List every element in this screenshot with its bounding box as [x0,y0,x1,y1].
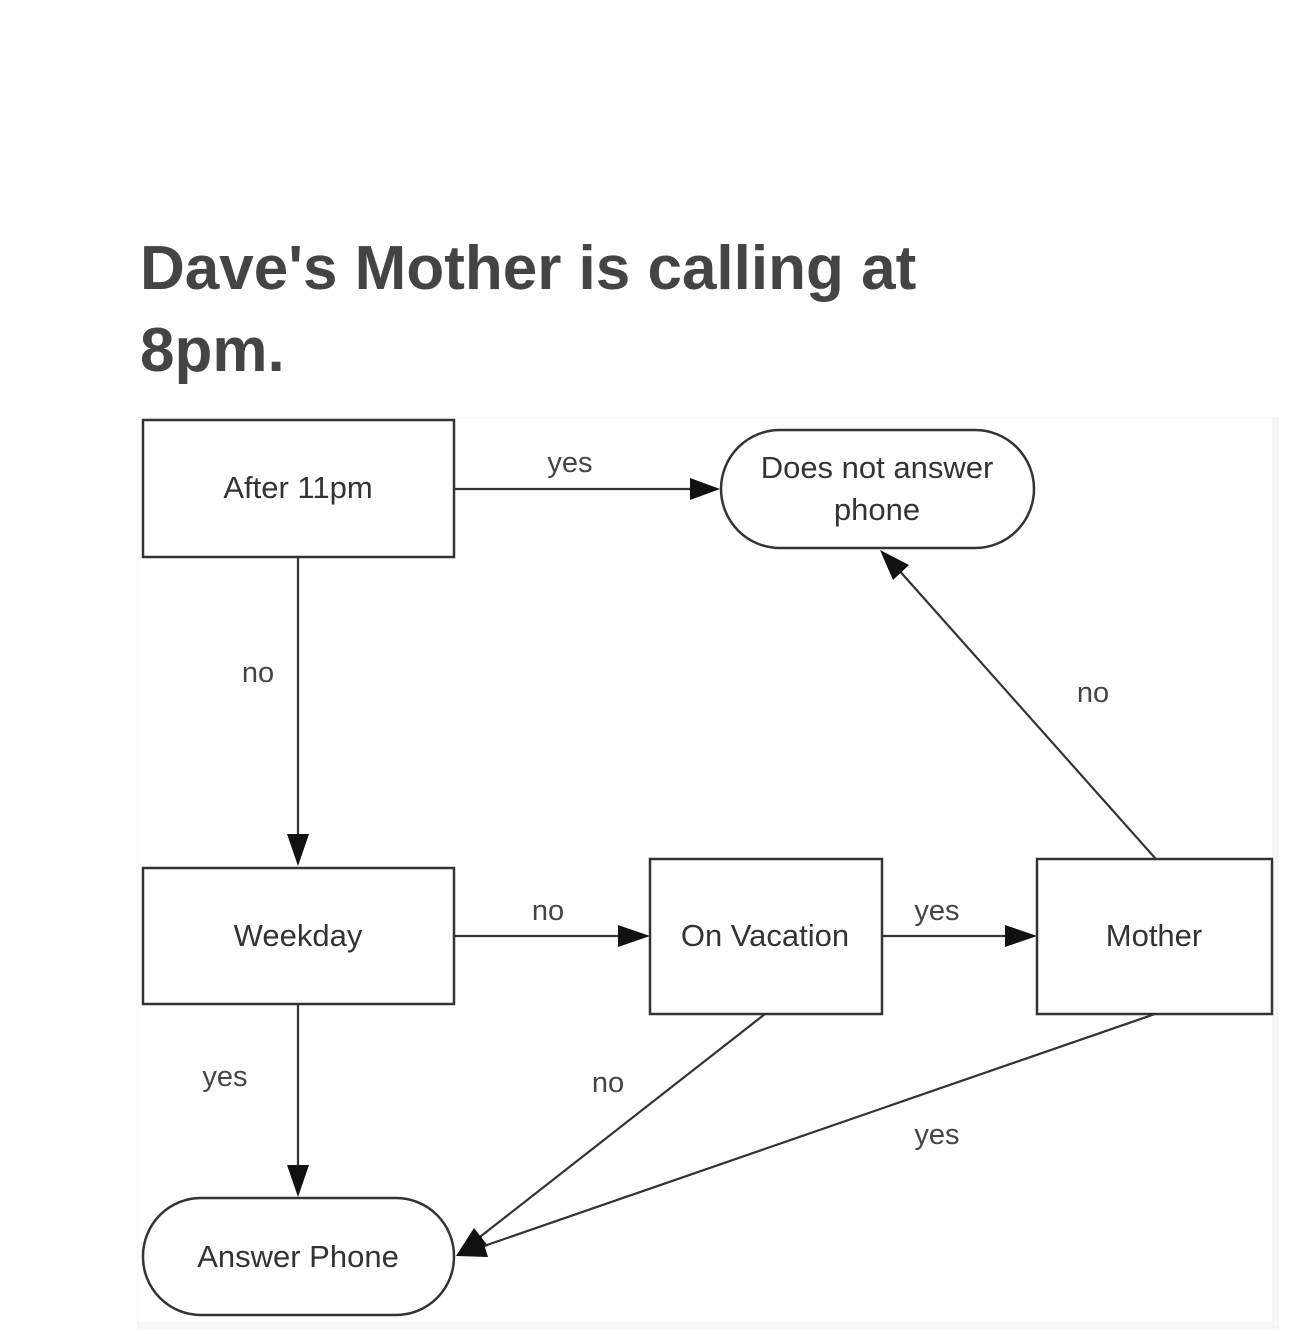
edge-vacation-to-mother [882,925,1037,947]
edge-label-mother-to-answer: yes [914,1119,959,1151]
edge-label-weekday-to-answer: yes [202,1061,247,1093]
edge-after-to-weekday [287,557,309,866]
edge-vacation-to-answer [456,1013,766,1256]
edge-weekday-to-vacation [454,925,650,947]
node-on-vacation-label: On Vacation [681,918,849,953]
edge-label-vacation-to-mother: yes [914,895,959,927]
node-does-not-answer: Does not answer phone [719,428,1036,550]
node-mother-label: Mother [1106,918,1202,953]
node-does-not-answer-label-line1: Does not answer [761,450,994,485]
edge-label-vacation-to-answer: no [592,1067,624,1099]
node-weekday: Weekday [141,866,456,1006]
edge-after-to-notanswer [454,478,720,500]
node-answer-phone-label: Answer Phone [197,1239,399,1274]
node-after-11pm-label: After 11pm [223,470,372,505]
edge-label-mother-to-notanswer: no [1077,677,1109,709]
edge-label-after-to-notanswer: yes [547,447,592,479]
edge-mother-to-answer [456,1012,1156,1257]
node-on-vacation: On Vacation [648,857,884,1016]
node-does-not-answer-label-line2: phone [834,492,920,527]
page-title: Dave's Mother is calling at 8pm. [140,234,917,385]
node-mother: Mother [1035,857,1274,1016]
edge-mother-to-notanswer [880,550,1156,859]
node-after-11pm: After 11pm [141,418,456,559]
edge-weekday-to-answer [287,1004,309,1197]
edge-label-after-to-weekday: no [242,657,274,689]
node-weekday-label: Weekday [234,918,363,953]
edge-label-weekday-to-vacation: no [532,895,564,927]
node-answer-phone: Answer Phone [141,1196,456,1317]
